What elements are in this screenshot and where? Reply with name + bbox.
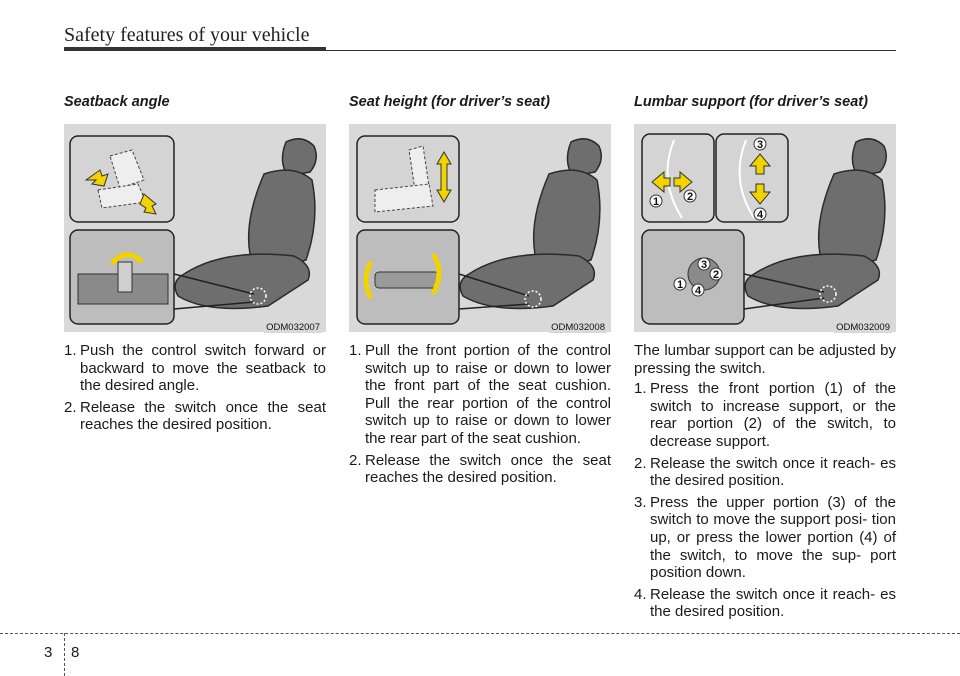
section-body: The lumbar support can be adjusted by pr… — [634, 342, 896, 621]
step-text: Release the switch once the seat reaches… — [365, 451, 611, 487]
section-body: 1.Push the control switch forward or bac… — [64, 342, 326, 434]
seat-drawing — [174, 138, 317, 310]
figure-code: ODM032008 — [549, 322, 607, 333]
list-item: 1.Pull the front portion of the control … — [349, 342, 611, 448]
step-number: 2. — [64, 398, 77, 416]
steps-list: 1.Pull the front portion of the control … — [349, 342, 611, 487]
step-number: 1. — [349, 342, 362, 359]
page-number: 8 — [71, 644, 80, 661]
svg-text:2: 2 — [713, 269, 719, 281]
callout-numbers: 1 2 3 4 — [649, 137, 767, 221]
arrow-right-icon — [673, 170, 693, 194]
rotate-arrow-icon — [363, 260, 374, 300]
section-body: 1.Pull the front portion of the control … — [349, 342, 611, 487]
step-number: 1. — [634, 380, 647, 398]
steps-list: 1.Press the front portion (1) of the swi… — [634, 380, 896, 621]
list-item: 1.Push the control switch forward or bac… — [64, 342, 326, 395]
section-title: Lumbar support (for driver’s seat) — [634, 94, 868, 110]
list-item: 2.Release the switch once it reach- es t… — [634, 455, 896, 490]
arrow-down-icon — [748, 183, 772, 205]
header-rule-accent — [64, 47, 326, 51]
callout-4: 4 — [757, 209, 764, 221]
rotate-arrow-icon — [110, 252, 144, 266]
section-lumbar-support: Lumbar support (for driver’s seat) 1 2 3… — [634, 94, 896, 625]
svg-text:3: 3 — [701, 259, 707, 271]
section-title: Seat height (for driver’s seat) — [349, 94, 550, 110]
step-text: Push the control switch forward or backw… — [80, 342, 326, 395]
arrow-up-icon — [748, 153, 772, 175]
section-seatback-angle: Seatback angle ODM032007 — [64, 94, 326, 438]
list-item: 2.Release the switch once the seat reach… — [64, 399, 326, 434]
running-header: Safety features of your vehicle — [64, 24, 310, 46]
step-text: Press the upper portion (3) of the switc… — [650, 493, 896, 582]
arrow-back-icon — [84, 169, 109, 187]
seat-illustration — [356, 135, 602, 325]
seat-illustration — [69, 135, 317, 325]
figure-code: ODM032007 — [264, 322, 322, 333]
footer-rule — [0, 633, 960, 634]
figure-seat-height: ODM032008 — [349, 124, 611, 333]
step-text: Press the front portion (1) of the switc… — [650, 380, 896, 450]
callout-3: 3 — [757, 139, 763, 151]
seat-illustration: 1 2 3 4 3 2 1 4 — [641, 133, 887, 325]
figure-seatback-angle: ODM032007 — [64, 124, 326, 333]
figure-code: ODM032009 — [834, 322, 892, 333]
step-text: Release the switch once it reach- es the… — [650, 585, 896, 621]
step-text: Pull the front portion of the control sw… — [365, 342, 611, 447]
header-rule — [64, 50, 896, 51]
list-item: 4.Release the switch once it reach- es t… — [634, 586, 896, 621]
list-item: 3.Press the upper portion (3) of the swi… — [634, 494, 896, 582]
steps-list: 1.Push the control switch forward or bac… — [64, 342, 326, 434]
section-intro: The lumbar support can be adjusted by pr… — [634, 342, 896, 377]
step-text: Release the switch once it reach- es the… — [650, 454, 896, 490]
svg-text:1: 1 — [677, 279, 683, 291]
step-number: 4. — [634, 585, 647, 603]
figure-lumbar-support: 1 2 3 4 3 2 1 4 ODM032009 — [634, 124, 896, 333]
step-number: 2. — [634, 454, 647, 472]
section-seat-height: Seat height (for driver’s seat) ODM03200… — [349, 94, 611, 491]
arrow-left-icon — [651, 170, 671, 194]
step-text: Release the switch once the seat reaches… — [80, 398, 326, 434]
seat-drawing — [459, 138, 602, 310]
section-title: Seatback angle — [64, 94, 170, 110]
callout-1: 1 — [653, 196, 659, 208]
chapter-number: 3 — [44, 644, 53, 661]
list-item: 1.Press the front portion (1) of the swi… — [634, 380, 896, 450]
list-item: 2.Release the switch once the seat reach… — [349, 452, 611, 487]
step-number: 3. — [634, 493, 647, 511]
step-number: 1. — [64, 342, 77, 359]
seat-drawing — [744, 138, 887, 310]
rotate-arrow-icon — [430, 252, 442, 296]
svg-text:4: 4 — [695, 285, 702, 297]
step-number: 2. — [349, 451, 362, 469]
footer-divider — [64, 633, 65, 676]
arrow-forward-icon — [139, 193, 157, 215]
callout-2: 2 — [687, 191, 693, 203]
up-down-arrow-icon — [436, 151, 452, 203]
